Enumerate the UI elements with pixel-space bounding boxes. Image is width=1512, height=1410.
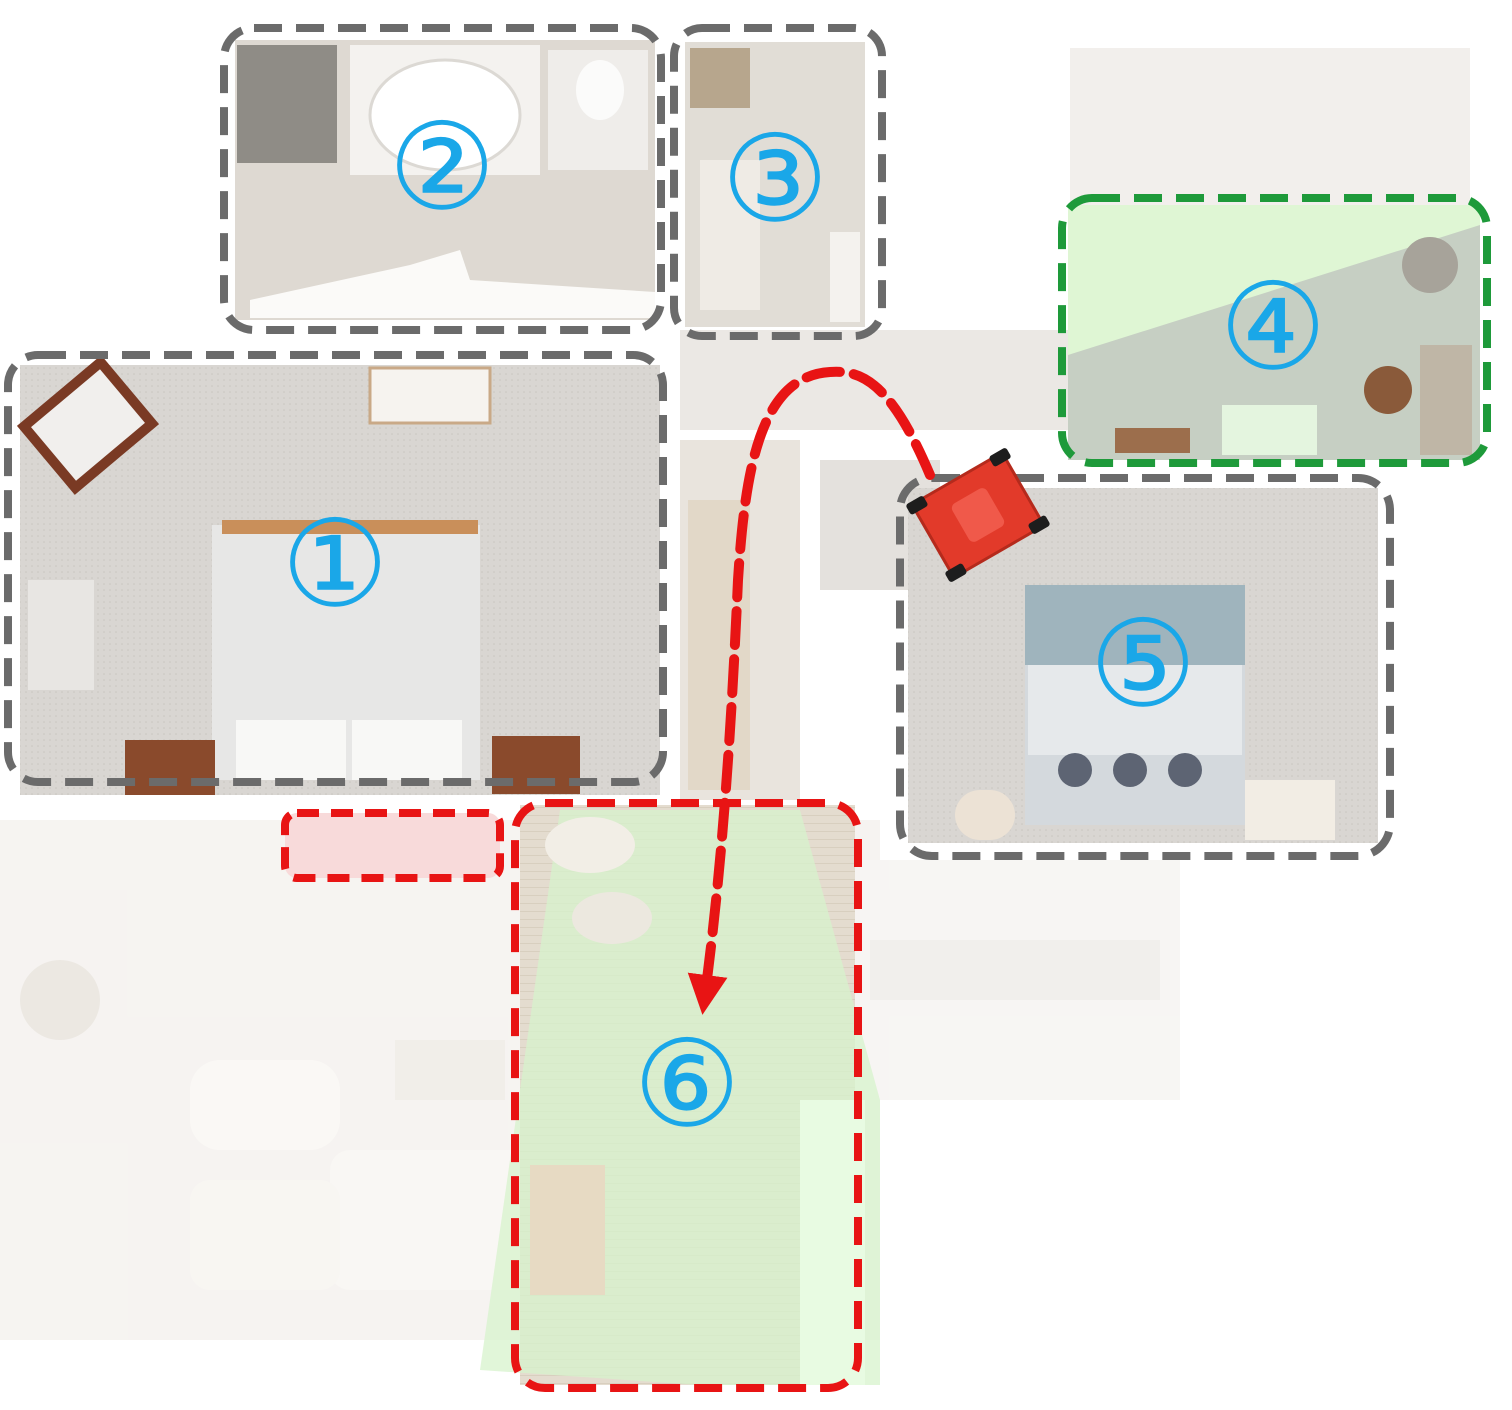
- room-3-floor: [685, 42, 865, 327]
- room-2-label: ②: [388, 99, 496, 238]
- room-6-floor: [480, 805, 880, 1385]
- room-1-outline: [4, 351, 667, 786]
- robot-path-arrow: [687, 366, 935, 1015]
- room-3-label: ③: [721, 111, 829, 250]
- room-3-outline: [670, 24, 886, 340]
- room-1-label: ①: [281, 496, 389, 635]
- room-4-floor: [1068, 205, 1480, 460]
- room-4-outline: [1058, 194, 1491, 467]
- room-4-label: ④: [1219, 259, 1327, 398]
- room-5-outline: [896, 474, 1394, 860]
- room-2-floor: [235, 40, 655, 320]
- room-2-outline: [220, 24, 665, 334]
- small-target-area: [281, 809, 504, 882]
- room-6-outline: [511, 799, 862, 1392]
- faded-upper-right-room: [1070, 48, 1470, 208]
- room-1-floor: [16, 355, 660, 795]
- room-6-label: ⑥: [633, 1016, 741, 1155]
- robot-car-icon: [906, 448, 1050, 582]
- room-5-label: ⑤: [1089, 596, 1197, 735]
